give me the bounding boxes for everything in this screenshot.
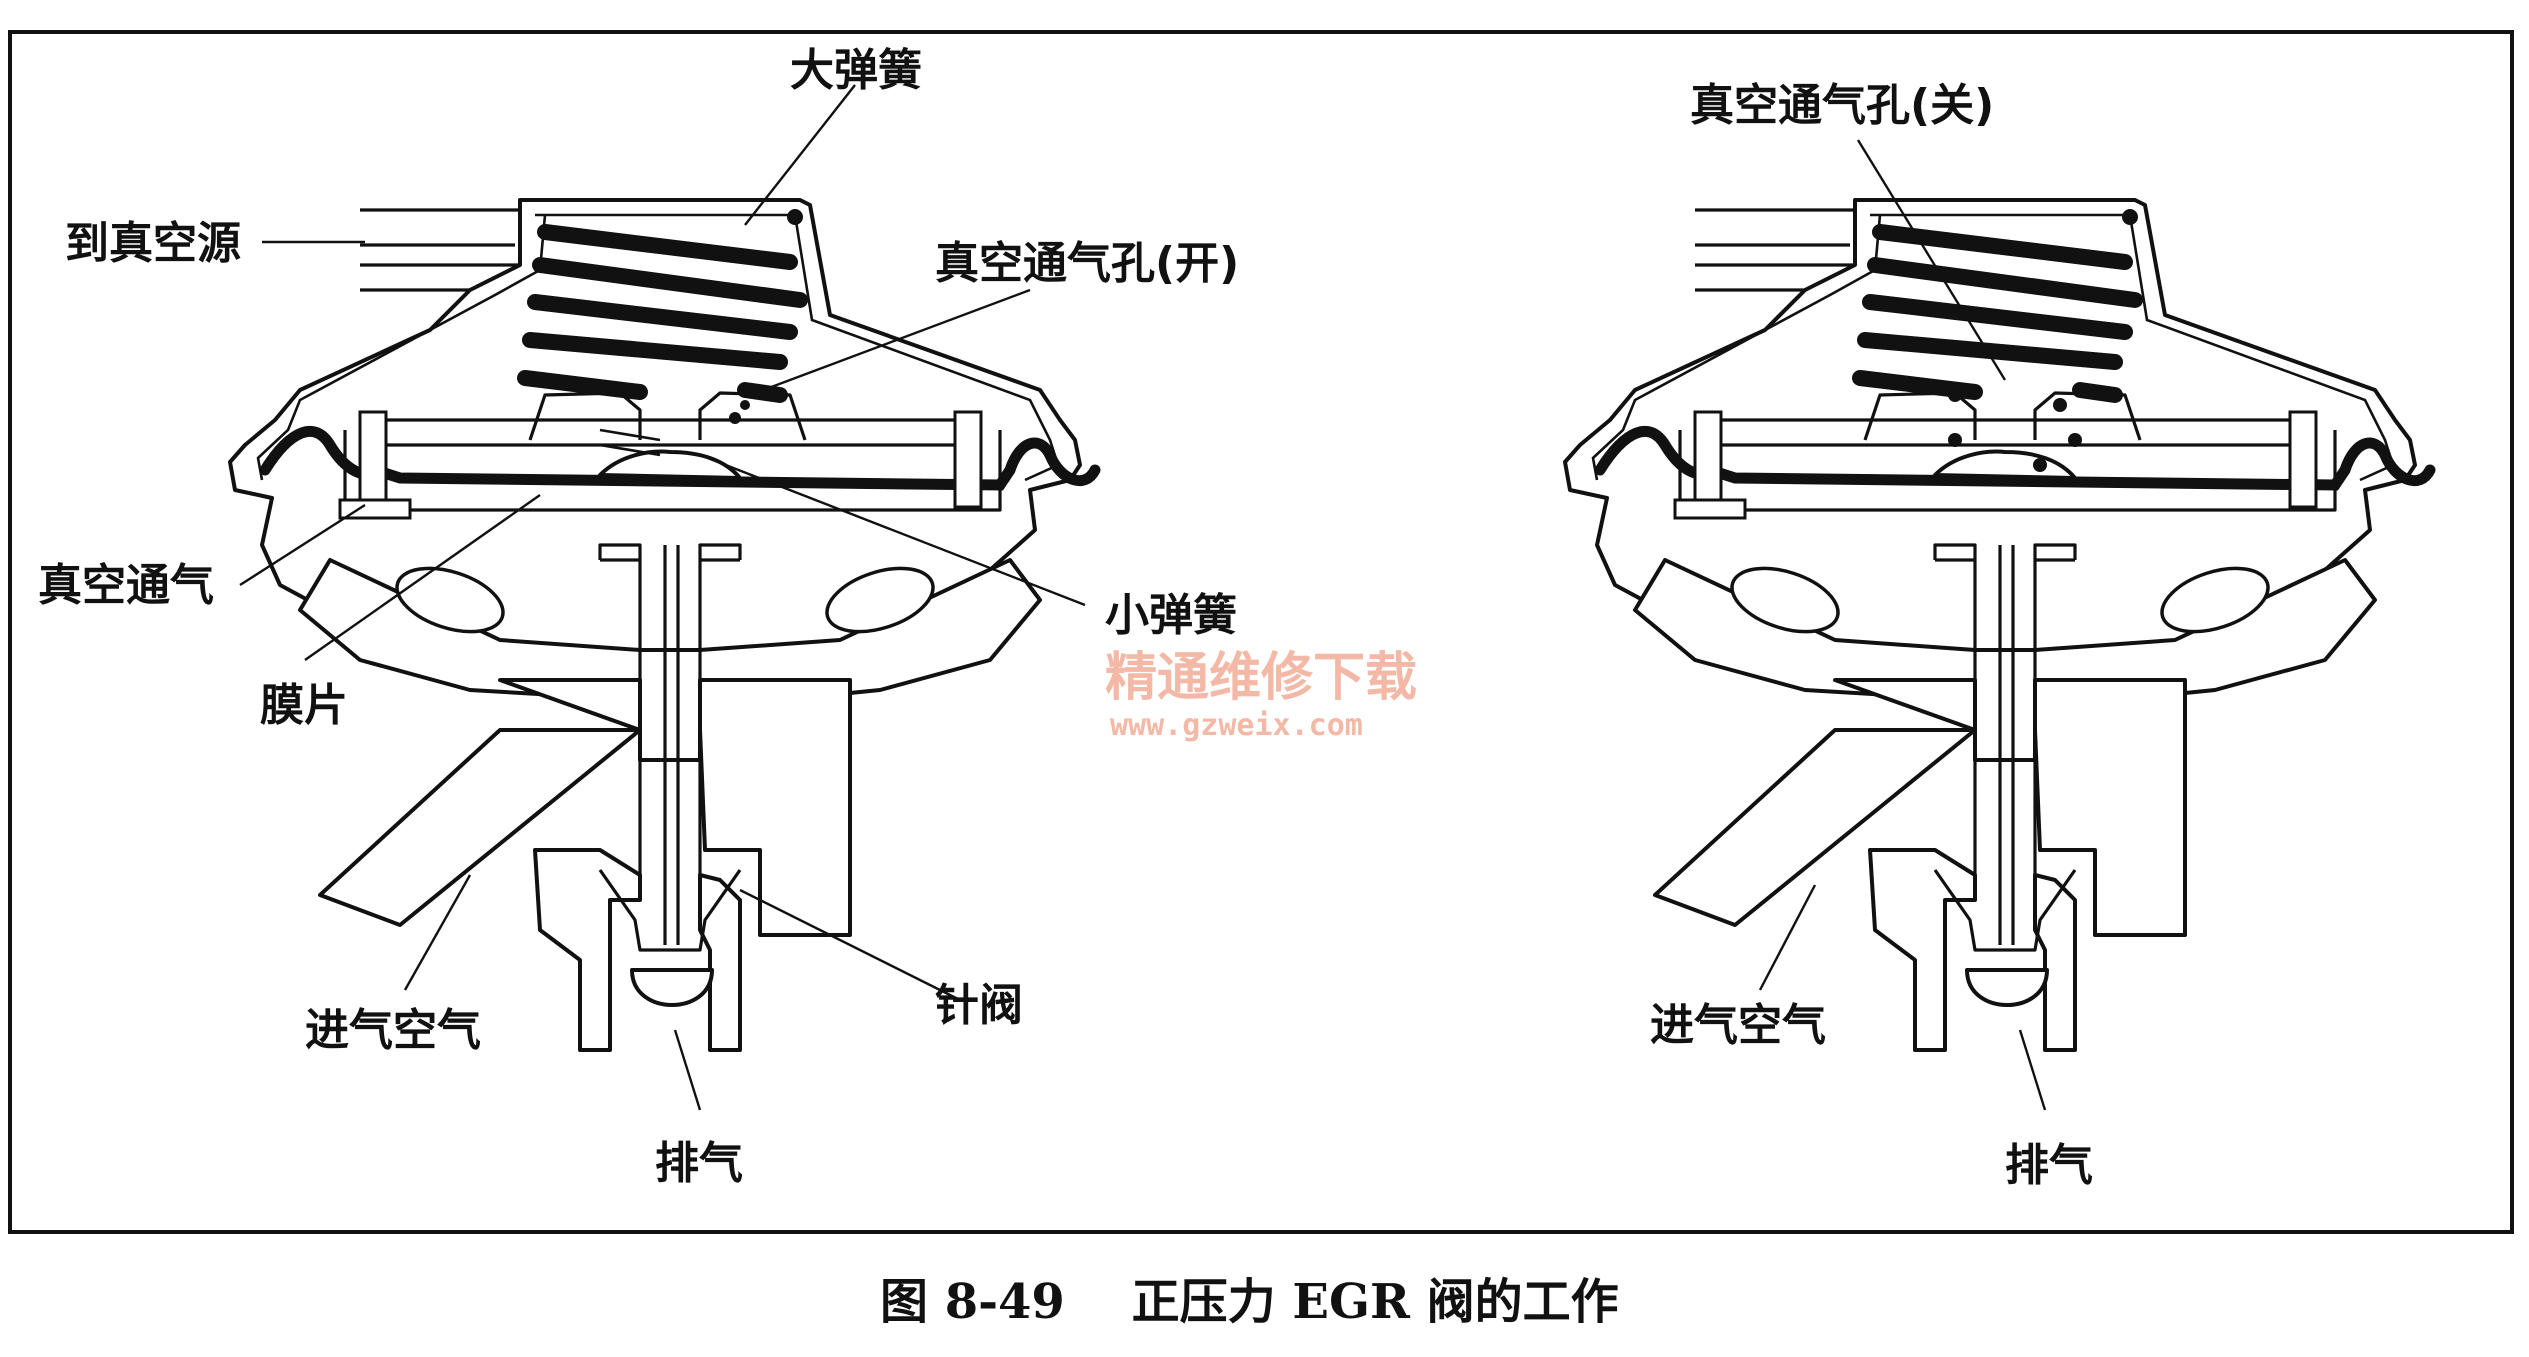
label-intake-air-right: 进气空气 [1650, 1000, 1826, 1051]
label-intake-air-left: 进气空气 [305, 1005, 481, 1056]
figure-caption: 图 8-49 正压力 EGR 阀的工作 [880, 1274, 1619, 1330]
leader-lines-right [1758, 139, 2047, 1111]
watermark-cn: 精通维修下载 [1105, 648, 1417, 708]
egr-valve-open-diagram [230, 200, 1095, 1050]
label-small-spring: 小弹簧 [1105, 590, 1237, 641]
label-exhaust-right: 排气 [2005, 1140, 2093, 1191]
label-vacuum-vent: 真空通气 [38, 560, 214, 611]
egr-valve-closed-diagram [1565, 200, 2430, 1050]
label-exhaust-left: 排气 [655, 1138, 743, 1189]
label-needle-valve: 针阀 [935, 980, 1023, 1031]
label-vent-closed: 真空通气孔(关) [1690, 80, 1994, 131]
label-to-vacuum-source: 到真空源 [65, 218, 241, 269]
label-vent-open: 真空通气孔(开) [935, 238, 1239, 289]
label-big-spring: 大弹簧 [790, 45, 922, 96]
leader-lines-left [239, 84, 1086, 1111]
figure-frame [8, 30, 2514, 1234]
watermark-url: www.gzweix.com [1110, 708, 1363, 743]
label-diaphragm: 膜片 [260, 680, 348, 731]
